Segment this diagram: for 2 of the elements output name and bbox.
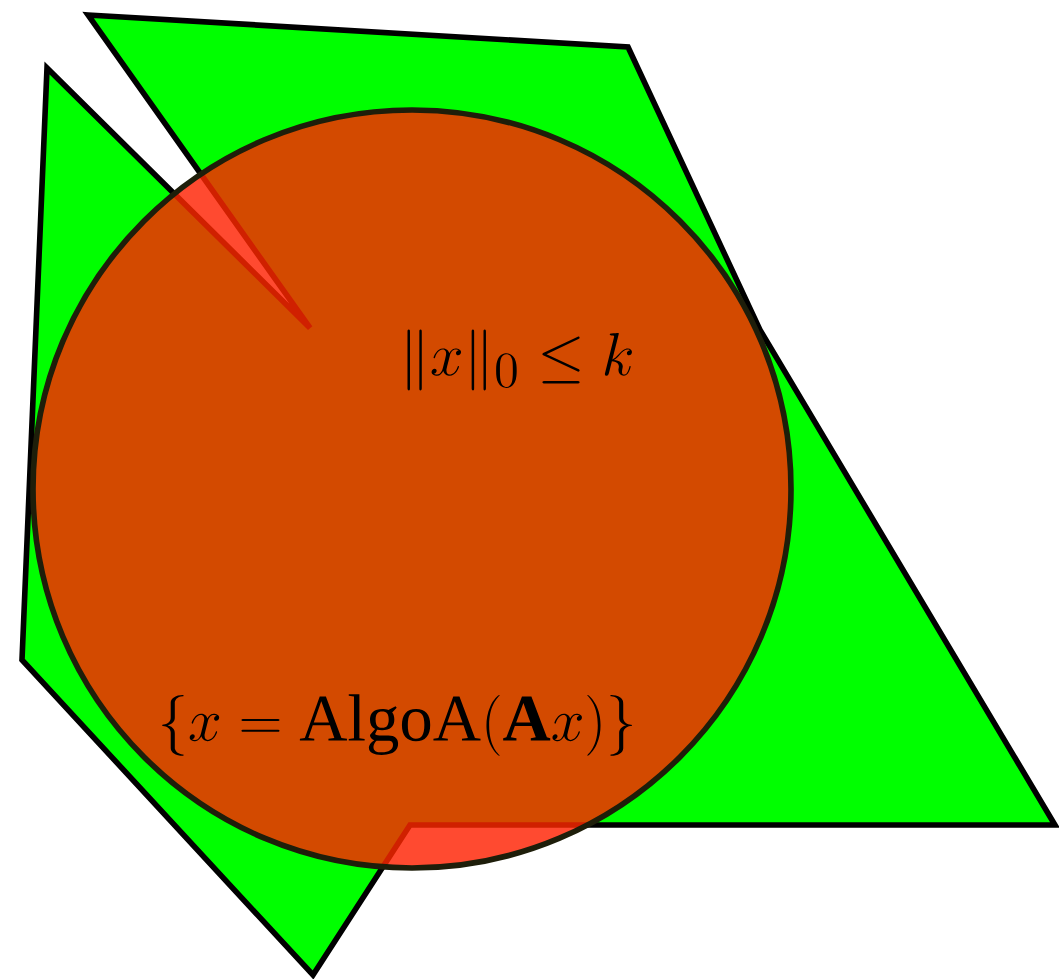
set-formula: $\|x\|_0 \le k$	[407, 329, 632, 391]
set-formula: $\{x = \mathrm{AlgoA}(\mathbf{A}x)\}$	[161, 694, 632, 756]
